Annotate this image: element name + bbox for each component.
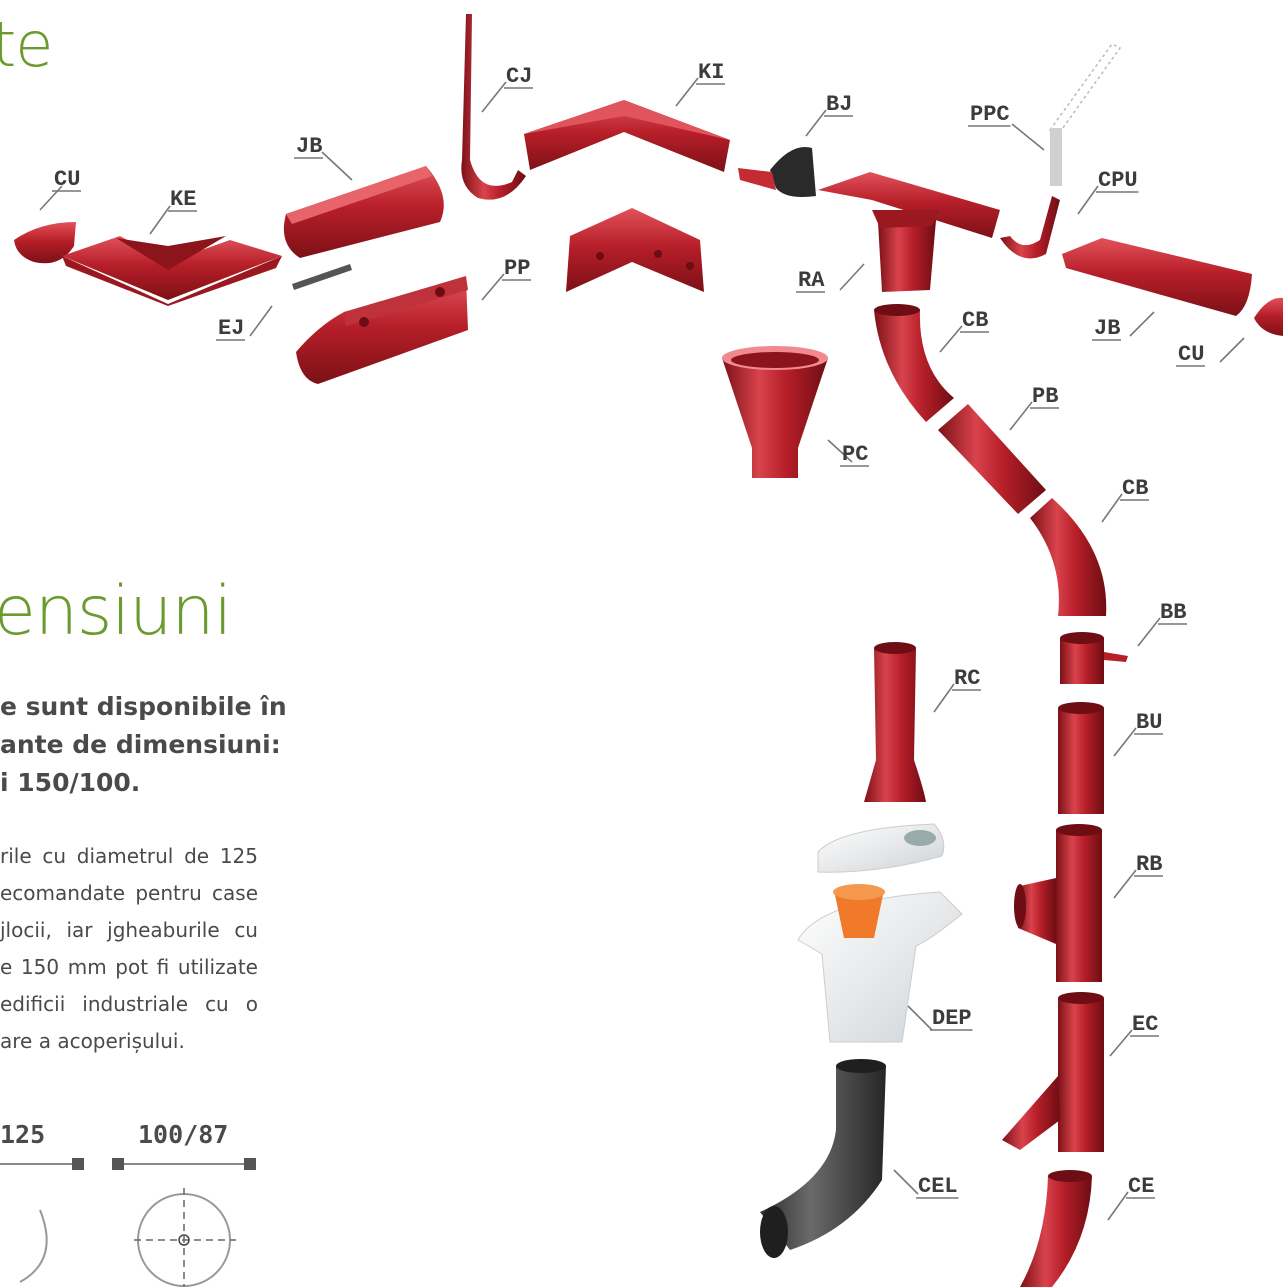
part-label-dep: DEP [932,1006,972,1031]
pipe-branch [1014,824,1102,982]
label-leader-line [481,273,505,301]
part-label-cb: CB [962,308,988,333]
dimension-label-125: 125 [0,1120,46,1149]
label-leader-line [1077,185,1099,215]
label-leader-line [1009,401,1033,431]
part-label-ke: KE [170,187,196,212]
pipe-clip [1000,196,1060,259]
label-leader-line [1129,311,1155,337]
part-label-rb: RB [1136,852,1162,877]
lead-paragraph: e sunt disponibile în ante de dimensiuni… [0,688,287,802]
internal-corner [524,100,730,172]
part-label-ec: EC [1132,1012,1158,1037]
part-label-ce: CE [1128,1174,1154,1199]
label-leader-line [827,439,853,463]
flexible-elbow [760,1059,886,1258]
downpipe-end-bend [1020,1170,1092,1287]
part-label-jb: JB [296,134,322,159]
downpipe-bend-upper [874,304,954,422]
label-leader-line [1219,337,1245,363]
drain-pit [797,823,963,1043]
gutter-upper-left [283,166,444,258]
body-line: jlocii, iar jgheaburile cu [0,918,258,942]
part-label-cu: CU [54,167,80,192]
label-leader-line [805,109,827,137]
heading-top-fragment: te [0,8,53,81]
end-cap-right [1254,297,1283,336]
label-leader-line [1109,1029,1133,1057]
label-leader-line [933,683,955,713]
corner-bracket [566,208,704,292]
part-label-rc: RC [954,666,980,691]
lead-line: e sunt disponibile în [0,692,287,721]
dimension-drawing-125 [0,1158,84,1283]
rainwater-funnel [722,346,828,478]
part-label-pc: PC [842,442,868,467]
downpipe-straight-piece [938,404,1046,514]
label-leader-line [39,185,63,211]
label-leader-line [839,263,865,291]
part-label-jb: JB [1094,316,1120,341]
expansion-joint [292,264,352,290]
external-corner [62,236,282,306]
part-label-ppc: PPC [970,102,1010,127]
running-outlet [818,172,1000,292]
gutter-right [1062,238,1252,316]
part-label-bu: BU [1136,710,1162,735]
label-leader-line [481,81,507,113]
pipe-outlet [1002,992,1104,1152]
downpipe-bend-lower [1030,498,1107,616]
pipe-bracket-stake [1048,43,1122,186]
part-label-bj: BJ [826,92,852,117]
label-leader-line [907,1005,933,1031]
part-label-bb: BB [1160,600,1186,625]
part-label-cj: CJ [506,64,532,89]
label-leader-line [939,325,963,353]
lead-line: i 150/100. [0,768,141,797]
pipe-reducer [864,642,926,802]
gutter-joint [738,146,816,197]
end-cap-left [14,222,76,264]
body-paragraph: rile cu diametrul de 125 ecomandate pent… [0,838,258,1060]
part-label-cel: CEL [918,1174,958,1199]
downpipe-bracket [1060,632,1128,684]
lead-line: ante de dimensiuni: [0,730,281,759]
part-label-ej: EJ [218,316,244,341]
part-label-cb: CB [1122,476,1148,501]
label-leader-line [249,305,273,337]
body-line: rile cu diametrul de 125 [0,844,258,868]
label-leader-line [1101,493,1123,523]
part-label-ki: KI [698,60,724,85]
part-label-pb: PB [1032,384,1058,409]
gutter-hook [461,14,526,200]
label-leader-line [149,205,171,235]
body-line: e 150 mm pot fi utilizate [0,955,258,979]
label-leader-line [1113,727,1137,757]
label-leader-line [675,77,699,107]
section-heading-dimensions: ensiuni [0,572,232,651]
part-label-pp: PP [504,256,530,281]
label-leader-line [321,151,353,181]
label-leader-line [1107,1191,1129,1221]
label-leader-line [1011,123,1045,151]
body-line: edificii industriale cu o [0,992,258,1016]
label-leader-line [1113,869,1137,899]
dimension-drawing-100-87 [112,1158,256,1287]
label-leader-line [893,1169,919,1195]
downpipe-straight [1058,702,1104,814]
dimension-label-100-87: 100/87 [138,1120,229,1149]
gutter-with-brackets [296,276,468,384]
body-line: are a acoperișului. [0,1029,185,1053]
part-label-ra: RA [798,268,825,293]
part-label-cu: CU [1178,342,1204,367]
label-leader-line [1137,617,1161,647]
body-line: ecomandate pentru case [0,881,258,905]
part-label-cpu: CPU [1098,168,1138,193]
